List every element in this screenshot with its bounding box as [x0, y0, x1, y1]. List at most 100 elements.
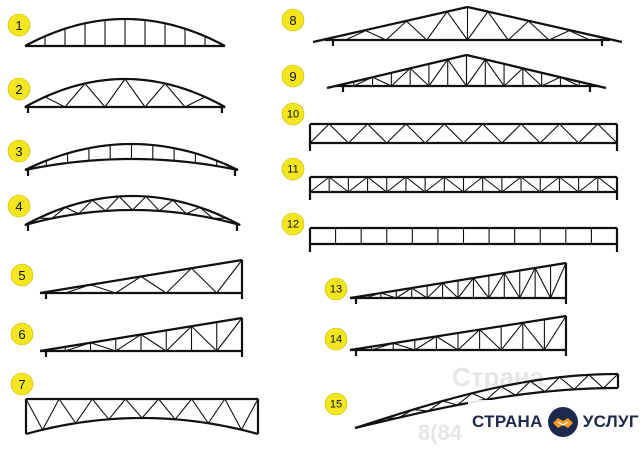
truss-member: [405, 176, 426, 193]
truss-member: [64, 284, 92, 294]
bottom-chord: [24, 208, 241, 227]
top-chord: [24, 77, 226, 108]
truss-member: [395, 287, 413, 299]
number-badge: 4: [7, 194, 31, 218]
truss-member: [25, 398, 44, 431]
truss-member: [115, 275, 142, 294]
truss-member: [165, 325, 193, 352]
truss-member: [108, 398, 126, 420]
truss-member: [447, 58, 468, 87]
number-badge-label: 13: [330, 284, 342, 296]
bottom-chord: [24, 157, 239, 172]
truss-member: [145, 195, 160, 212]
truss-4: [24, 194, 241, 231]
truss-member: [442, 400, 458, 406]
number-badge-circle: [7, 13, 31, 37]
truss-member: [216, 317, 243, 352]
number-badge-circle: [7, 139, 31, 163]
truss-member: [522, 67, 543, 87]
truss-14: [349, 314, 568, 356]
truss-member: [144, 82, 166, 108]
truss-member: [520, 176, 541, 193]
truss-member: [371, 342, 394, 351]
truss-11: [308, 175, 619, 200]
number-badge-circle: [10, 372, 34, 396]
truss-member: [386, 176, 407, 193]
truss-member: [124, 78, 146, 108]
truss-member: [328, 123, 349, 144]
truss-member: [427, 400, 444, 412]
truss-member: [24, 96, 46, 108]
top-chord: [354, 372, 619, 430]
truss-member: [520, 123, 541, 144]
truss-member: [367, 176, 388, 193]
truss-member: [457, 329, 481, 351]
truss-member: [309, 176, 330, 193]
truss-member: [465, 58, 486, 87]
truss-member: [165, 267, 193, 294]
truss-5: [39, 258, 244, 299]
truss-member: [501, 176, 522, 193]
top-chord-right: [467, 5, 623, 44]
number-badge-circle: [7, 77, 31, 101]
truss-member: [559, 76, 580, 87]
top-chord-left: [326, 53, 467, 90]
truss-7: [24, 397, 260, 436]
number-badge-circle: [324, 277, 348, 301]
number-badge-circle: [10, 263, 34, 287]
truss-member: [550, 262, 567, 299]
truss-member: [529, 380, 546, 393]
number-badge-label: 7: [18, 377, 25, 392]
truss-member: [199, 206, 214, 219]
truss-member: [446, 11, 469, 41]
number-badge: 1: [7, 13, 31, 37]
number-badge-label: 10: [287, 109, 299, 121]
truss-6: [39, 316, 244, 357]
truss-member: [578, 123, 599, 144]
number-badge: 2: [7, 77, 31, 101]
number-badge-label: 4: [15, 199, 22, 214]
truss-member: [344, 30, 367, 41]
truss-member: [207, 398, 226, 424]
truss-member: [544, 376, 561, 393]
truss-member: [539, 176, 560, 193]
number-badge-label: 15: [330, 399, 342, 411]
truss-member: [457, 277, 474, 299]
truss-member: [466, 11, 489, 41]
number-badge: 15: [324, 392, 348, 416]
truss-member: [597, 123, 618, 144]
truss-member: [424, 123, 445, 144]
truss-member: [78, 199, 93, 215]
truss-member: [328, 176, 349, 193]
number-badge: 10: [281, 102, 305, 126]
truss-3: [24, 142, 239, 176]
number-badge: 7: [10, 372, 34, 396]
truss-member: [118, 195, 134, 211]
truss-member: [89, 284, 117, 294]
truss-2: [24, 77, 226, 113]
truss-member: [105, 195, 120, 212]
truss-member: [64, 342, 92, 352]
truss-member: [190, 325, 218, 352]
truss-member: [578, 176, 599, 193]
truss-member: [369, 418, 385, 426]
truss-member: [543, 315, 567, 351]
truss-member: [42, 398, 60, 431]
truss-member: [456, 392, 473, 406]
truss-member: [115, 333, 142, 352]
truss-member: [89, 342, 117, 352]
truss-member: [539, 123, 560, 144]
number-badge: 8: [281, 8, 305, 32]
number-badge: 12: [281, 212, 305, 236]
truss-member: [131, 195, 147, 211]
truss-member: [353, 76, 374, 87]
truss-member: [84, 82, 106, 108]
truss-member: [482, 176, 503, 193]
truss-member: [472, 277, 490, 299]
truss-member: [558, 123, 580, 144]
truss-member: [372, 76, 392, 87]
truss-member: [479, 329, 502, 351]
truss-member: [487, 11, 509, 41]
truss-member: [573, 374, 590, 390]
